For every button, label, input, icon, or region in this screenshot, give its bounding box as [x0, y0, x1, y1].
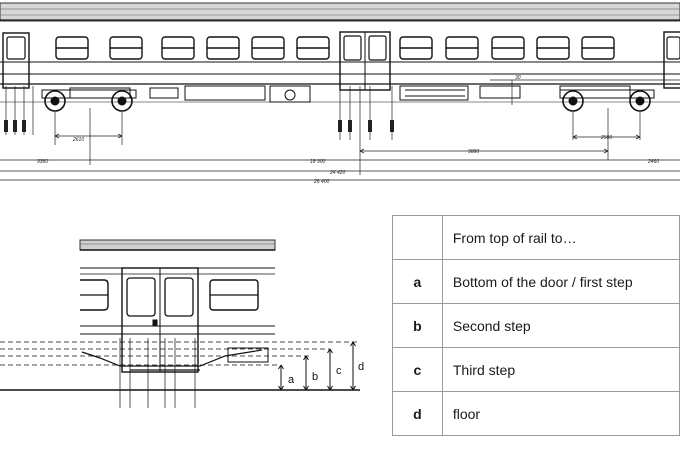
dim-2460: 2460 [647, 159, 659, 165]
table-header-row: From top of rail to… [392, 215, 680, 260]
table-header-text: From top of rail to… [441, 215, 680, 260]
door-left [2, 32, 30, 89]
step-label-a: a [288, 374, 295, 386]
dim-24420: 24 420 [329, 170, 346, 176]
dim-2500: 2500 [600, 135, 612, 141]
table-header-key [392, 215, 443, 260]
table-row-desc: Bottom of the door / first step [441, 259, 680, 304]
table-row: d floor [392, 391, 680, 436]
table-row-desc: Third step [441, 347, 680, 392]
dim-9360: 9360 [37, 159, 48, 165]
table-row-desc: floor [441, 391, 680, 436]
step-height-table: From top of rail to… a Bottom of the doo… [392, 215, 680, 436]
roof [0, 2, 680, 22]
step-label-c: c [336, 365, 342, 377]
step-height-arrows [278, 341, 356, 391]
dim-30: 30 [515, 75, 521, 81]
table-row: c Third step [392, 347, 680, 392]
railcar-side-elevation: 2610 9360 18 900 24 420 26 400 9880 2500… [0, 2, 680, 185]
table-row-key: a [392, 259, 443, 304]
table-row-key: d [392, 391, 443, 436]
step-label-b: b [312, 371, 318, 383]
windows [55, 36, 615, 60]
step-label-d: d [358, 361, 364, 373]
dim-18900: 18 900 [310, 159, 326, 165]
car-body [0, 2, 680, 91]
dimension-lines [0, 79, 680, 181]
bogie-right [559, 89, 655, 112]
bogie-left [41, 89, 137, 112]
table-row-desc: Second step [441, 303, 680, 348]
table-row-key: c [392, 347, 443, 392]
door-step-detail: a b c d [0, 239, 364, 408]
vertical-dimension-marks [4, 120, 394, 132]
table-row-key: b [392, 303, 443, 348]
table-row: b Second step [392, 303, 680, 348]
dim-9880: 9880 [468, 149, 479, 155]
table-row: a Bottom of the door / first step [392, 259, 680, 304]
dim-26400: 26 400 [313, 179, 330, 185]
dim-2610: 2610 [72, 137, 84, 143]
door-right [663, 31, 680, 89]
